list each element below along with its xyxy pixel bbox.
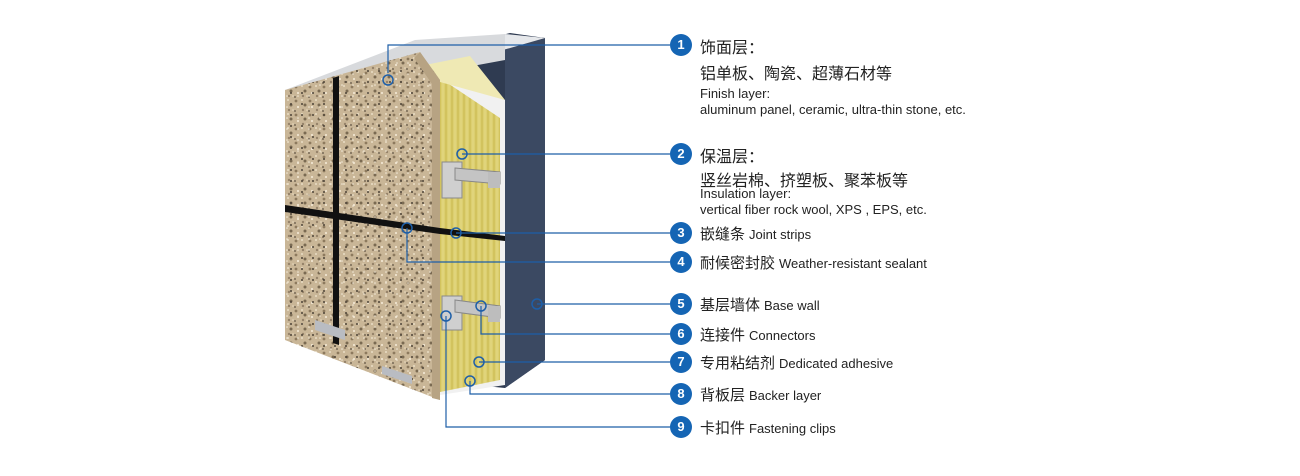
leader-markers [382,74,543,387]
legend-title-en: Finish layer: [700,86,771,101]
legend-title-en: Insulation layer: [700,186,792,201]
legend-label-cn: 嵌缝条 [700,225,746,243]
circle-pin-icon [401,222,413,234]
finish-layer-panels [285,52,440,400]
number-badge: 4 [670,251,692,273]
legend-label-cn: 耐候密封胶 [700,254,776,272]
number-badge: 6 [670,323,692,345]
legend-label-en: Joint strips [749,227,812,242]
circle-pin-icon [473,356,485,368]
legend-title-cn: 饰面层： [700,38,765,57]
legend-label-en: Weather-resistant sealant [779,256,927,271]
legend-subtitle-en: aluminum panel, ceramic, ultra-thin ston… [700,102,966,117]
legend-label-cn: 基层墙体 [700,296,761,314]
joint-strips [285,76,505,345]
circle-pin-icon [456,148,468,160]
fastening-clips [315,320,412,384]
number-badge: 9 [670,416,692,438]
legend-label-cn: 背板层 [700,386,746,404]
legend-label-cn: 卡扣件 [700,419,746,437]
number-badge: 3 [670,222,692,244]
number-badge: 8 [670,383,692,405]
legend-subtitle-en: vertical fiber rock wool, XPS , EPS, etc… [700,202,927,217]
legend-title-cn: 保温层： [700,147,765,166]
legend-subtitle-cn: 铝单板、陶瓷、超薄石材等 [700,64,893,83]
legend-label-en: Base wall [764,298,820,313]
legend-label-en: Dedicated adhesive [779,356,894,371]
circle-pin-icon [464,375,476,387]
number-badge: 2 [670,143,692,165]
circle-pin-icon [440,310,452,322]
circle-pin-icon [450,227,462,239]
legend-label-cn: 连接件 [700,326,746,344]
legend-label-en: Backer layer [749,388,822,403]
legend-subtitle-cn: 竖丝岩棉、挤塑板、聚苯板等 [700,171,909,190]
circle-pin-icon [475,300,487,312]
legend-label-cn: 专用粘结剂 [700,354,776,372]
number-badge: 5 [670,293,692,315]
number-badge: 7 [670,351,692,373]
circle-pin-icon [531,298,543,310]
circle-pin-icon [382,74,394,86]
connectors [441,161,501,331]
number-badge: 1 [670,34,692,56]
legend-label-en: Fastening clips [749,421,836,436]
legend-label-en: Connectors [749,328,816,343]
